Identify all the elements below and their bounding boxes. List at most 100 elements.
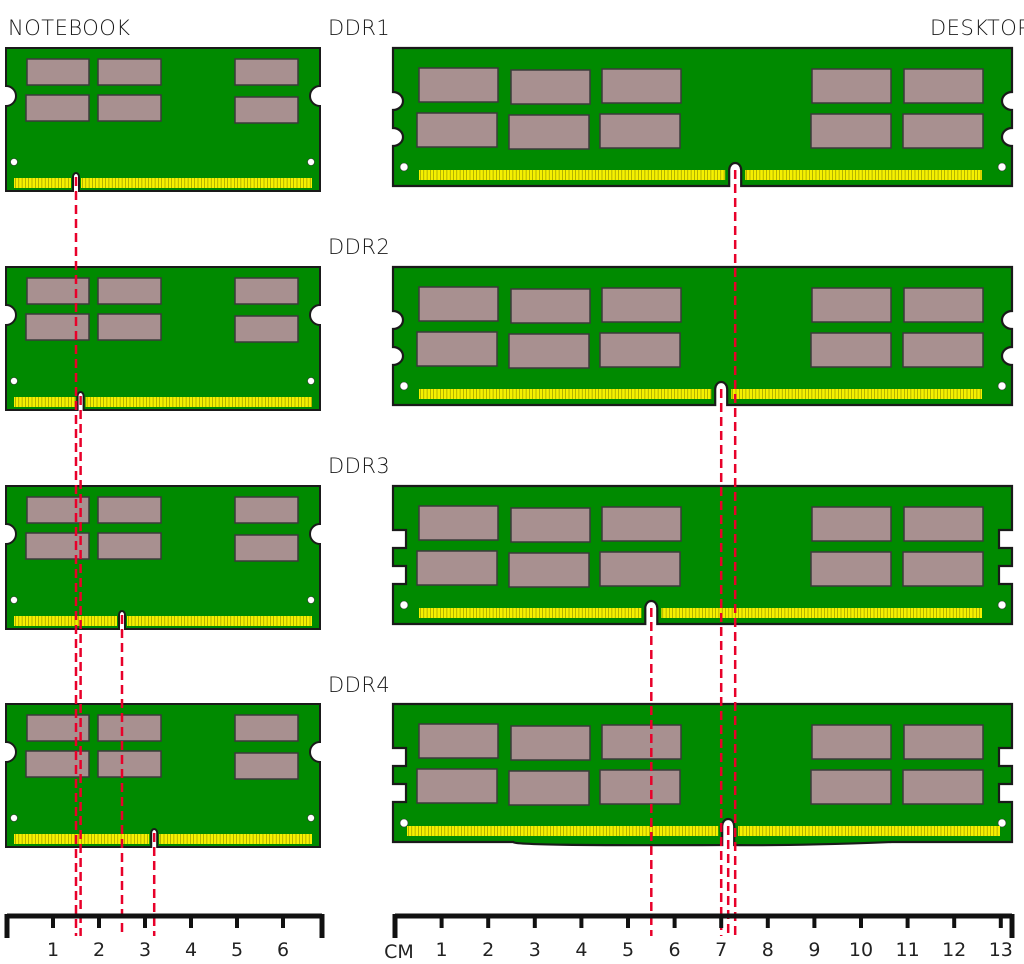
gold-contacts (661, 608, 982, 618)
memory-chip (903, 287, 984, 323)
ruler-tick-label: 10 (849, 939, 873, 961)
memory-chip (599, 769, 681, 805)
memory-chip (903, 724, 984, 760)
ruler-tick-label: 7 (715, 939, 727, 961)
mounting-hole (997, 600, 1007, 610)
notebook-module-ddr1 (5, 47, 321, 192)
memory-chip (234, 534, 299, 562)
memory-chip (26, 58, 90, 86)
memory-chip (234, 58, 299, 86)
memory-chip (510, 725, 591, 761)
memory-chip (418, 67, 499, 103)
mounting-hole (10, 814, 18, 822)
ruler-tick-label: 6 (669, 939, 681, 961)
memory-chip (418, 723, 499, 759)
mounting-hole (10, 158, 18, 166)
memory-chip (601, 506, 682, 542)
gold-contacts (81, 178, 312, 188)
ruler-tick-label: 6 (277, 939, 289, 961)
memory-chip (97, 496, 162, 524)
memory-chip (508, 552, 590, 588)
memory-chip (508, 333, 590, 369)
mounting-hole (997, 381, 1007, 391)
memory-chip (902, 769, 984, 805)
memory-chip (811, 287, 892, 323)
ddr4-label: DDR4 (328, 673, 391, 697)
memory-chip (26, 496, 90, 524)
memory-chip (510, 507, 591, 543)
mounting-hole (10, 596, 18, 604)
memory-chip (903, 506, 984, 542)
memory-chip (902, 113, 984, 149)
gold-contacts (419, 389, 712, 399)
memory-chip (234, 96, 299, 124)
gold-contacts (407, 826, 719, 836)
desktop-module-ddr1 (391, 46, 1014, 188)
memory-chip (811, 68, 892, 104)
mounting-hole (399, 381, 409, 391)
mounting-hole (307, 377, 315, 385)
mounting-hole (307, 814, 315, 822)
memory-chip (510, 69, 591, 105)
memory-chip (234, 315, 299, 343)
ruler-tick-label: 13 (989, 939, 1013, 961)
desktop-module-ddr2 (391, 265, 1014, 407)
memory-chip (508, 114, 590, 150)
memory-chip (97, 750, 162, 778)
memory-chip (26, 714, 90, 742)
mounting-hole (399, 818, 409, 828)
ruler-tick-label: 12 (942, 939, 966, 961)
gold-contacts (745, 170, 982, 180)
ruler-tick-label: 2 (93, 939, 105, 961)
memory-chip (416, 112, 498, 148)
memory-chip (418, 286, 499, 322)
gold-contacts (419, 608, 642, 618)
desktop-module-ddr4 (391, 702, 1014, 847)
mounting-hole (307, 596, 315, 604)
memory-chip (810, 332, 892, 368)
memory-chip (97, 714, 162, 742)
ruler-tick-label: 8 (762, 939, 774, 961)
ruler-tick-label: 5 (622, 939, 634, 961)
notebook-heading: NOTEBOOK (8, 16, 131, 40)
mounting-hole (399, 600, 409, 610)
memory-chip (25, 94, 90, 122)
memory-chip (97, 58, 162, 86)
mounting-hole (997, 162, 1007, 172)
gold-contacts (14, 178, 71, 188)
memory-chip (810, 551, 892, 587)
ruler-unit-label: CM (384, 941, 414, 963)
memory-chip (510, 288, 591, 324)
memory-chip (97, 94, 162, 122)
desktop-heading: DESKTOP (930, 16, 1024, 40)
mounting-hole (10, 377, 18, 385)
memory-chip (902, 551, 984, 587)
memory-chip (416, 331, 498, 367)
memory-chip (811, 506, 892, 542)
gold-contacts (731, 389, 982, 399)
memory-chip (601, 68, 682, 104)
memory-chip (601, 287, 682, 323)
ruler-tick-label: 1 (47, 939, 59, 961)
memory-chip (26, 277, 90, 305)
gold-contacts (85, 397, 312, 407)
gold-contacts (738, 826, 1000, 836)
gold-contacts (159, 834, 312, 844)
memory-chip (416, 550, 498, 586)
memory-chip (508, 770, 590, 806)
memory-chip (25, 750, 90, 778)
mounting-hole (997, 818, 1007, 828)
gold-contacts (14, 397, 76, 407)
ruler-tick-label: 4 (185, 939, 197, 961)
memory-chip (97, 277, 162, 305)
gold-contacts (127, 616, 312, 626)
memory-chip (25, 532, 90, 560)
memory-chip (234, 714, 299, 742)
memory-chip (97, 532, 162, 560)
memory-chip (599, 332, 681, 368)
ruler-tick-label: 9 (808, 939, 820, 961)
ruler-tick-label: 3 (529, 939, 541, 961)
